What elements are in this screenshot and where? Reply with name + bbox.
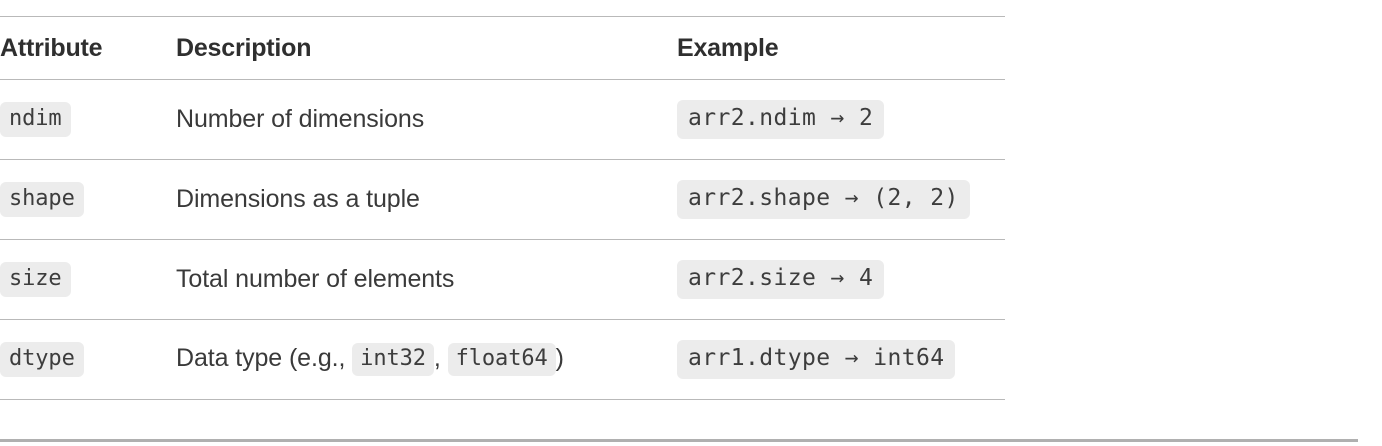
example-code-chip: arr1.dtype → int64 xyxy=(677,340,956,379)
attribute-code-chip: shape xyxy=(0,182,84,217)
description-inline-code: float64 xyxy=(447,343,556,376)
column-header-description: Description xyxy=(176,17,677,80)
cell-example: arr2.size → 4 xyxy=(677,240,1005,320)
cell-example: arr2.ndim → 2 xyxy=(677,80,1005,160)
description-text: Number of dimensions xyxy=(176,105,425,133)
column-header-attribute-label: Attribute xyxy=(0,33,103,62)
example-code-chip: arr2.ndim → 2 xyxy=(677,100,885,139)
column-header-description-label: Description xyxy=(176,33,312,62)
cell-example: arr1.dtype → int64 xyxy=(677,320,1005,400)
column-header-example: Example xyxy=(677,17,1005,80)
column-header-attribute: Attribute xyxy=(0,17,176,80)
example-code-chip: arr2.size → 4 xyxy=(677,260,885,299)
description-text: Total number of elements xyxy=(176,265,455,293)
cell-attribute: size xyxy=(0,240,176,320)
attribute-code-chip: ndim xyxy=(0,102,71,137)
attribute-code-chip: size xyxy=(0,262,71,297)
description-text: , xyxy=(433,344,448,373)
table-row: ndim Number of dimensions arr2.ndim → 2 xyxy=(0,79,1005,160)
description-text: ) xyxy=(555,344,564,373)
cell-description: Total number of elements xyxy=(176,240,677,320)
bottom-horizontal-rule xyxy=(0,439,1358,442)
description-text: Dimensions as a tuple xyxy=(176,185,420,213)
column-header-example-label: Example xyxy=(677,33,779,62)
cell-description: Dimensions as a tuple xyxy=(176,160,677,240)
table-row: size Total number of elements arr2.size → … xyxy=(0,239,1005,320)
cell-description: Data type (e.g., int32, float64) xyxy=(176,320,677,400)
cell-description: Number of dimensions xyxy=(176,80,677,160)
cell-attribute: shape xyxy=(0,160,176,240)
table-body: ndim Number of dimensions arr2.ndim → 2 sha… xyxy=(0,79,1005,400)
table-row: shape Dimensions as a tuple arr2.shape → (… xyxy=(0,159,1005,240)
cell-attribute: dtype xyxy=(0,320,176,400)
table-header: Attribute Description Example xyxy=(0,16,1005,80)
cell-attribute: ndim xyxy=(0,80,176,160)
cell-example: arr2.shape → (2, 2) xyxy=(677,160,1005,240)
description-text: Data type (e.g., xyxy=(176,344,353,373)
description-inline-code: int32 xyxy=(352,343,434,376)
array-attributes-table: Attribute Description Example ndim Number… xyxy=(0,16,1005,400)
table-header-row: Attribute Description Example xyxy=(0,16,1005,80)
example-code-chip: arr2.shape → (2, 2) xyxy=(677,180,970,219)
attribute-code-chip: dtype xyxy=(0,342,84,377)
